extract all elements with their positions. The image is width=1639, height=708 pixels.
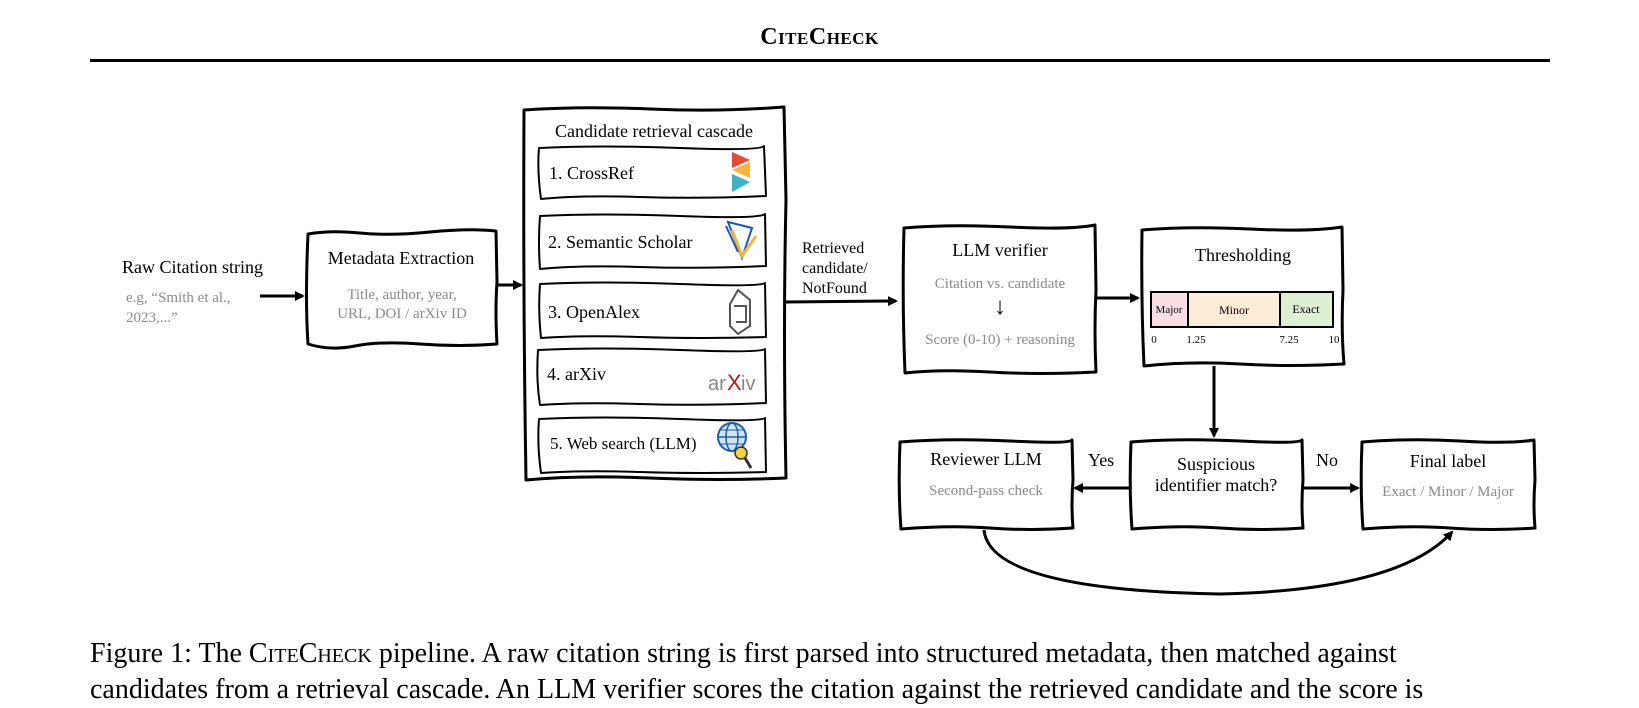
edge-retrieved-line2: candidate/ (802, 260, 868, 277)
threshold-band-exact (1279, 291, 1334, 328)
threshold-band-major (1150, 291, 1189, 328)
final-label-box: Final label Exact / Minor / Major (1359, 438, 1537, 531)
suspicious-line1: Suspicious (1177, 454, 1255, 474)
caption-line1-rest: pipeline. A raw citation string is first… (371, 638, 1397, 669)
semantic-scholar-logo-icon (725, 220, 758, 261)
thresholding-box: Thresholding Major Minor Exact 0 1.25 7.… (1140, 225, 1346, 368)
pipeline-diagram: Raw Citation string e.g, “Smith et al., … (122, 105, 1537, 596)
openalex-logo-icon (729, 288, 751, 336)
edge-no-label: No (1316, 450, 1338, 470)
threshold-tick-0: 0 (1151, 334, 1157, 346)
input-example-line2: 2023,...” (126, 310, 178, 326)
metadata-title: Metadata Extraction (328, 248, 474, 268)
arrow-cascade-to-verifier (785, 296, 898, 307)
threshold-tick-1: 1.25 (1186, 334, 1206, 346)
threshold-scale-bar: Major Minor Exact 0 1.25 7.25 10 (1150, 291, 1341, 346)
verifier-title: LLM verifier (952, 240, 1047, 260)
figure-caption: Figure 1: The CiteCheck pipeline. A raw … (90, 636, 1550, 708)
threshold-band-exact-label: Exact (1292, 302, 1320, 316)
cascade-item-openalex: 3. OpenAlex (538, 281, 767, 339)
threshold-tick-2: 7.25 (1279, 334, 1299, 346)
verifier-line2: Score (0-10) + reasoning (925, 332, 1075, 348)
crossref-logo-icon (732, 152, 750, 192)
cascade-item-arxiv: 4. arXiv ar X iv (536, 347, 767, 406)
cascade-item-semantic-scholar: 2. Semantic Scholar (538, 213, 767, 270)
svg-text:ar: ar (708, 373, 726, 395)
threshold-band-minor (1187, 291, 1281, 328)
caption-line1: Figure 1: The CiteCheck pipeline. A raw … (90, 636, 1550, 672)
page-header-title: CiteCheck (760, 24, 879, 50)
edge-yes-label: Yes (1088, 450, 1114, 470)
cascade-title: Candidate retrieval cascade (555, 121, 753, 141)
cascade-item-label: 5. Web search (LLM) (550, 434, 697, 453)
final-subtitle: Exact / Minor / Major (1382, 484, 1514, 500)
suspicious-match-box: Suspicious identifier match? (1128, 438, 1305, 531)
arrow-reviewer-to-final (982, 529, 1454, 596)
suspicious-line2: identifier match? (1155, 475, 1277, 495)
retrieval-cascade-box: Candidate retrieval cascade 1. CrossRef … (522, 105, 788, 482)
edge-retrieved-line1: Retrieved (802, 240, 864, 257)
header-rule (90, 59, 1550, 62)
svg-text:iv: iv (741, 373, 755, 395)
reviewer-title: Reviewer LLM (930, 449, 1041, 469)
threshold-band-minor-label: Minor (1219, 303, 1249, 317)
input-label: Raw Citation string (122, 257, 263, 277)
input-example-line1: e.g, “Smith et al., (126, 290, 231, 306)
edge-retrieved-line3: NotFound (802, 280, 867, 297)
cascade-item-web-search: 5. Web search (LLM) (537, 416, 767, 474)
verifier-line1: Citation vs. candidate (935, 276, 1066, 292)
llm-verifier-box: LLM verifier Citation vs. candidate ↓ Sc… (901, 223, 1098, 375)
threshold-band-major-label: Major (1156, 304, 1183, 316)
cascade-item-label: 1. CrossRef (549, 163, 634, 183)
threshold-tick-3: 10 (1329, 334, 1341, 346)
svg-text:X: X (727, 370, 742, 395)
threshold-title: Thresholding (1195, 245, 1291, 265)
globe-search-icon (717, 422, 753, 469)
reviewer-subtitle: Second-pass check (929, 483, 1043, 499)
cascade-item-crossref: 1. CrossRef (537, 145, 767, 200)
arxiv-logo-icon: ar X iv (708, 370, 755, 395)
metadata-line2: URL, DOI / arXiv ID (337, 306, 467, 322)
cascade-item-label: 4. arXiv (547, 364, 606, 384)
final-title: Final label (1410, 451, 1486, 471)
metadata-line1: Title, author, year, (347, 287, 456, 303)
caption-prefix: Figure 1: The (90, 638, 249, 669)
reviewer-llm-box: Reviewer LLM Second-pass check (897, 438, 1075, 531)
verifier-arrow: ↓ (994, 294, 1006, 320)
cascade-item-label: 3. OpenAlex (548, 302, 640, 322)
metadata-extraction-box: Metadata Extraction Title, author, year,… (305, 228, 499, 350)
caption-line2: candidates from a retrieval cascade. An … (90, 674, 1424, 705)
caption-name: CiteCheck (248, 638, 372, 669)
cascade-item-label: 2. Semantic Scholar (548, 232, 692, 252)
